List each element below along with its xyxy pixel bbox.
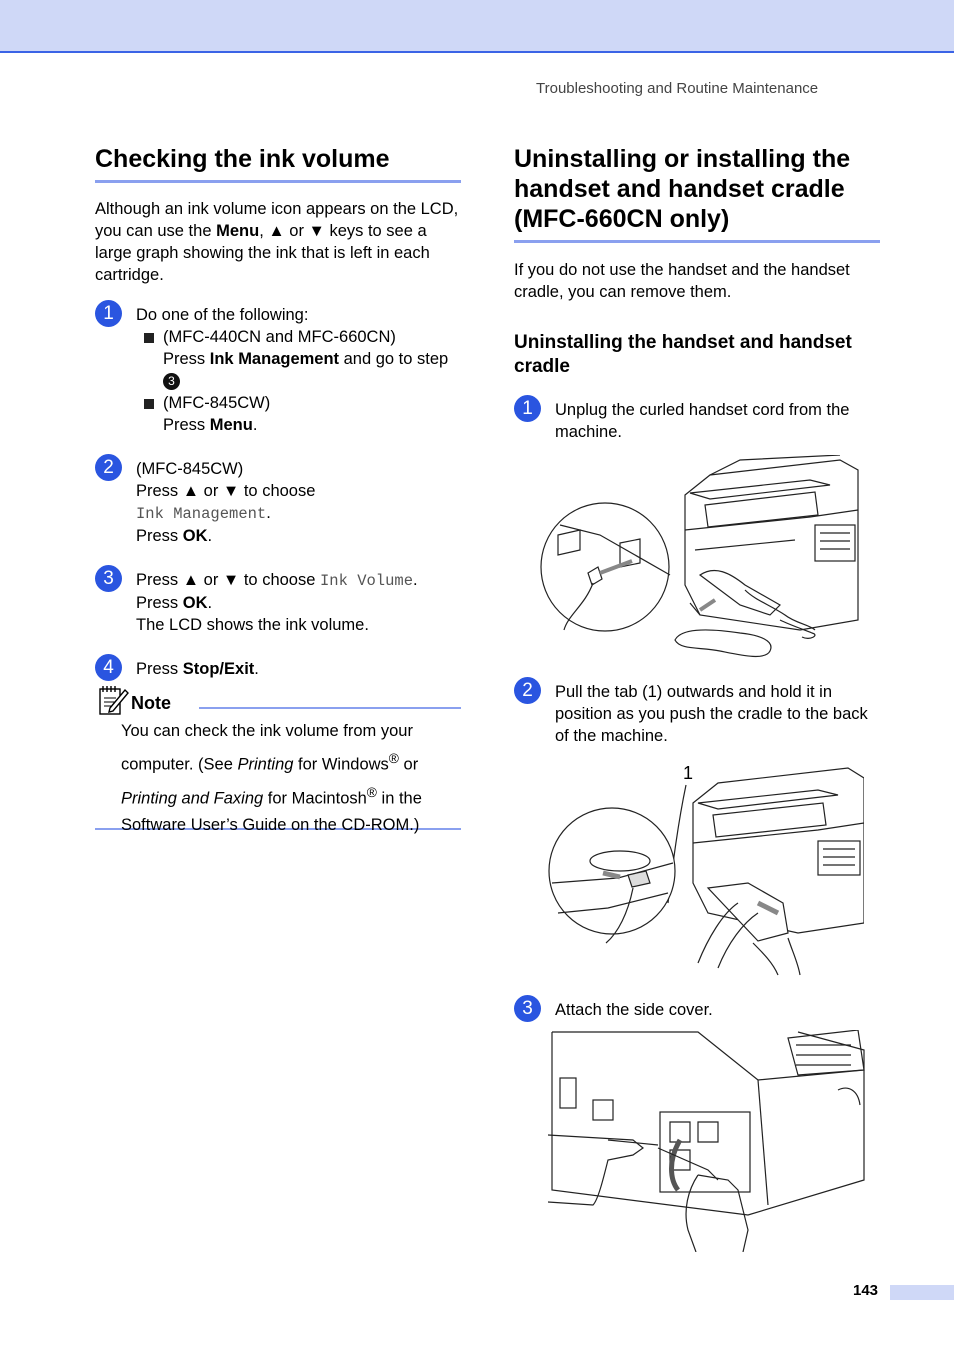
step-number-badge: 1	[514, 395, 541, 422]
note-title: Note	[131, 693, 171, 713]
page-tab	[890, 1285, 954, 1300]
step-text: Press ▲ or ▼ to choose	[136, 482, 316, 500]
step-text: Press OK.	[136, 527, 213, 545]
section-title-ink-volume: Checking the ink volume	[95, 144, 461, 183]
note-box: Note You can check the ink volume from y…	[95, 684, 461, 834]
handset-step-1: 1 Unplug the curled handset cord from th…	[514, 395, 880, 443]
model-label: (MFC-845CW)	[163, 394, 271, 412]
model-label: (MFC-440CN and MFC-660CN)	[163, 328, 396, 346]
ink-step-3: 3 Press ▲ or ▼ to choose Ink Volume. Pre…	[95, 565, 461, 636]
step-text: Attach the side cover.	[555, 1001, 713, 1019]
ink-step-2: 2 (MFC-845CW) Press ▲ or ▼ to choose Ink…	[95, 454, 461, 547]
step-number-badge: 1	[95, 300, 122, 327]
step-number-badge: 4	[95, 654, 122, 681]
note-pencil-icon	[99, 686, 129, 715]
illustration-unplug-cord	[540, 455, 859, 658]
ink-volume-intro: Although an ink volume icon appears on t…	[95, 200, 459, 284]
step-number-badge: 3	[95, 565, 122, 592]
step-text: Press Stop/Exit.	[136, 660, 259, 678]
step-number-badge: 2	[514, 677, 541, 704]
step-text: Press Menu.	[163, 416, 258, 434]
handset-intro: If you do not use the handset and the ha…	[514, 261, 850, 301]
callout-label: 1	[683, 763, 693, 783]
step-text: Press ▲ or ▼ to choose Ink Volume.	[136, 571, 418, 590]
step-text: Press OK.	[136, 594, 213, 612]
note-text: You can check the ink volume from your c…	[121, 722, 422, 834]
note-divider	[199, 707, 461, 709]
bullet-item: (MFC-845CW) Press Menu.	[136, 392, 461, 436]
illustration-push-cradle: 1	[548, 763, 864, 976]
section-title-handset: Uninstalling or installing the handset a…	[514, 144, 880, 243]
step-text: Press Ink Management and go to step 3	[163, 350, 449, 390]
ink-step-1: 1 Do one of the following: (MFC-440CN an…	[95, 300, 461, 436]
page-number: 143	[853, 1282, 879, 1299]
step-text: The LCD shows the ink volume.	[136, 616, 369, 634]
left-column: Checking the ink volume Although an ink …	[95, 144, 461, 681]
running-header: Troubleshooting and Routine Maintenance	[536, 80, 819, 97]
step-text: Pull the tab (1) outwards and hold it in…	[555, 683, 868, 745]
subsection-title: Uninstalling the handset and handset cra…	[514, 332, 852, 377]
lcd-text-line: Ink Management.	[136, 504, 271, 523]
step-number-badge: 3	[514, 995, 541, 1022]
header-band	[0, 0, 954, 53]
step-text: (MFC-845CW)	[136, 460, 244, 478]
handset-step-2: 2 Pull the tab (1) outwards and hold it …	[514, 677, 880, 747]
step-reference-badge: 3	[163, 373, 180, 390]
handset-step-3: 3 Attach the side cover.	[514, 995, 880, 1022]
illustration-attach-cover	[548, 1030, 865, 1252]
bullet-item: (MFC-440CN and MFC-660CN) Press Ink Mana…	[136, 326, 461, 392]
step-number-badge: 2	[95, 454, 122, 481]
step-text: Do one of the following:	[136, 306, 309, 324]
step-text: Unplug the curled handset cord from the …	[555, 401, 850, 441]
ink-step-4: 4 Press Stop/Exit.	[95, 654, 461, 681]
right-column: Uninstalling or installing the handset a…	[514, 144, 880, 443]
